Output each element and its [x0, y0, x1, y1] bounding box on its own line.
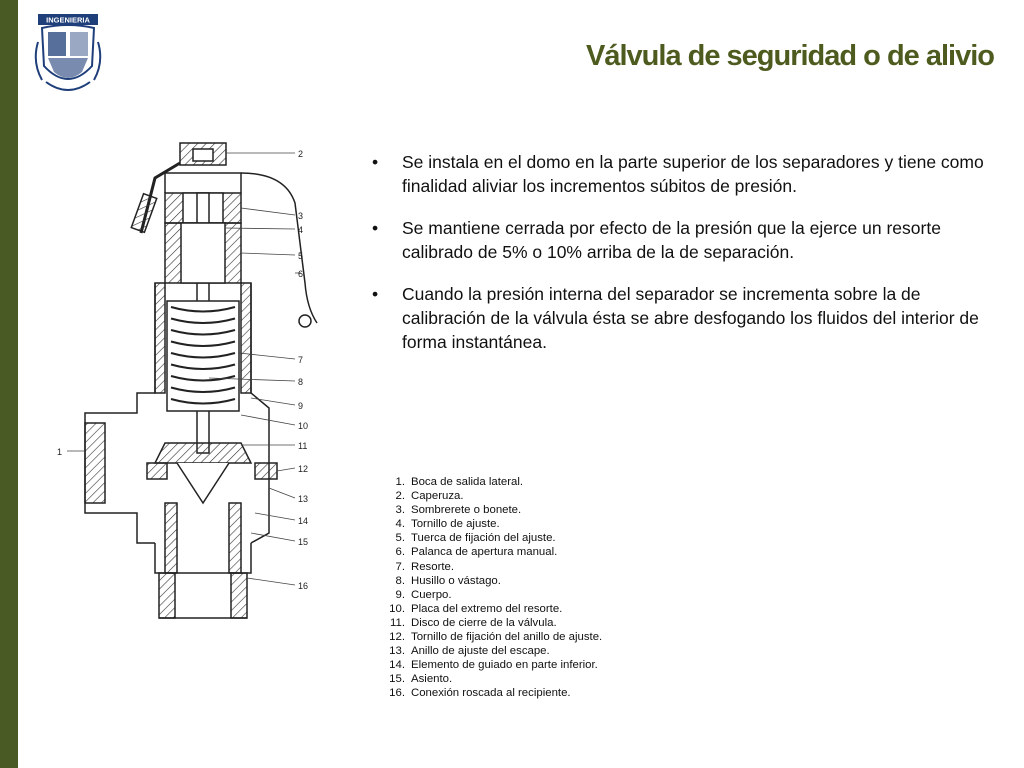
callout-label: 9: [298, 401, 303, 411]
bullet-glyph: •: [372, 152, 379, 172]
left-accent-bar: [0, 0, 18, 768]
legend-number: 2.: [395, 490, 406, 503]
bullet-glyph: •: [372, 284, 379, 304]
callout-label: 10: [298, 421, 308, 431]
legend-number: 3.: [395, 504, 406, 517]
legend-item: 4. Tornillo de ajuste.: [385, 517, 602, 531]
callout-label: 5: [298, 251, 303, 261]
valve-cross-section-diagram: 1 2 3 4 5 6 7 8 9 10 11 12 13 14 15 16: [57, 142, 318, 619]
parts-legend: 1. Boca de salida lateral. 2. Caperuza. 3. So…: [385, 475, 602, 701]
bullet-glyph: •: [372, 218, 379, 238]
callout-label: 7: [298, 355, 303, 365]
unam-engineering-logo-icon: INGENIERIA: [34, 14, 102, 91]
legend-number: 9.: [395, 588, 406, 601]
callout-label: 2: [298, 149, 303, 159]
spring-coil: [170, 352, 236, 359]
bullet-text: Se instala en el domo en la parte superi…: [402, 152, 984, 196]
callout-label: 3: [298, 211, 303, 221]
callout-label: 16: [298, 581, 308, 591]
legend-number: 13.: [389, 645, 405, 658]
legend-item: 1. Boca de salida lateral.: [385, 475, 602, 489]
legend-number: 10.: [389, 602, 405, 615]
legend-item: 12. Tornillo de fijación del anillo de aj…: [385, 630, 602, 644]
callout-label: 15: [298, 537, 308, 547]
bullet-item: • Cuando la presión interna del separado…: [372, 282, 997, 354]
callout-label: 6: [298, 269, 303, 279]
legend-text: Caperuza.: [411, 490, 464, 503]
legend-text: Palanca de apertura manual.: [411, 546, 558, 559]
legend-text: Cuerpo.: [411, 588, 452, 601]
spring-coil: [170, 329, 236, 336]
legend-item: 15. Asiento.: [385, 672, 602, 686]
legend-item: 13. Anillo de ajuste del escape.: [385, 644, 602, 658]
legend-number: 12.: [389, 631, 405, 644]
legend-item: 8. Husillo o vástago.: [385, 574, 602, 588]
callout-label: 14: [298, 516, 308, 526]
callout-label: 8: [298, 377, 303, 387]
spring-coil: [170, 375, 236, 382]
spring-coil: [170, 363, 236, 370]
legend-item: 5. Tuerca de fijación del ajuste.: [385, 531, 602, 545]
legend-text: Tornillo de fijación del anillo de ajust…: [411, 631, 603, 644]
legend-text: Husillo o vástago.: [411, 574, 501, 587]
bullet-text: Cuando la presión interna del separador …: [402, 284, 979, 352]
callout-label: 11: [298, 441, 307, 451]
legend-text: Anillo de ajuste del escape.: [411, 645, 550, 658]
legend-item: 10. Placa del extremo del resorte.: [385, 602, 602, 616]
spring-coil: [170, 340, 236, 347]
callout-label: 13: [298, 494, 308, 504]
callout-label: 1: [57, 447, 62, 457]
bullet-text: Se mantiene cerrada por efecto de la pre…: [402, 218, 941, 262]
legend-item: 16. Conexión roscada al recipiente.: [385, 686, 602, 700]
legend-number: 1.: [395, 476, 406, 488]
legend-number: 11.: [390, 616, 405, 629]
slide-title: Válvula de seguridad o de alivio: [586, 40, 995, 72]
legend-number: 16.: [389, 687, 405, 700]
legend-number: 8.: [395, 574, 406, 587]
legend-text: Resorte.: [411, 560, 455, 573]
legend-text: Asiento.: [411, 673, 453, 686]
legend-number: 15.: [389, 673, 405, 686]
logo-text: INGENIERIA: [46, 16, 90, 25]
spring-coil: [170, 398, 236, 405]
bullet-item: • Se mantiene cerrada por efecto de la p…: [372, 216, 997, 264]
callout-numbers: 1 2 3 4 5 6 7 8 9 10 11 12 13 14 15 16: [57, 149, 308, 591]
legend-number: 7.: [395, 560, 406, 573]
legend-text: Tuerca de fijación del ajuste.: [411, 532, 556, 545]
legend-number: 5.: [395, 532, 406, 545]
legend-text: Conexión roscada al recipiente.: [411, 687, 571, 700]
legend-item: 14. Elemento de guiado en parte inferior.: [385, 658, 602, 672]
legend-item: 3. Sombrerete o bonete.: [385, 503, 602, 517]
legend-text: Tornillo de ajuste.: [411, 518, 500, 531]
legend-number: 6.: [395, 546, 406, 559]
spring-coil: [170, 386, 236, 393]
legend-number: 14.: [389, 659, 405, 672]
legend-item: 6. Palanca de apertura manual.: [385, 545, 602, 559]
legend-item: 9. Cuerpo.: [385, 588, 602, 602]
legend-text: Disco de cierre de la válvula.: [411, 616, 557, 629]
callout-label: 12: [298, 464, 308, 474]
bullet-item: • Se instala en el domo en la parte supe…: [372, 150, 997, 198]
legend-text: Sombrerete o bonete.: [411, 504, 522, 517]
legend-text: Placa del extremo del resorte.: [411, 602, 563, 615]
legend-text: Boca de salida lateral.: [411, 476, 524, 488]
legend-item: 11. Disco de cierre de la válvula.: [385, 616, 602, 630]
spring-coil: [170, 306, 236, 313]
bullet-list: • Se instala en el domo en la parte supe…: [372, 150, 997, 372]
legend-item: 7. Resorte.: [385, 560, 602, 574]
spring-coil: [170, 317, 236, 324]
legend-number: 4.: [395, 518, 406, 531]
legend-text: Elemento de guiado en parte inferior.: [411, 659, 598, 672]
callout-label: 4: [298, 225, 303, 235]
legend-item: 2. Caperuza.: [385, 489, 602, 503]
